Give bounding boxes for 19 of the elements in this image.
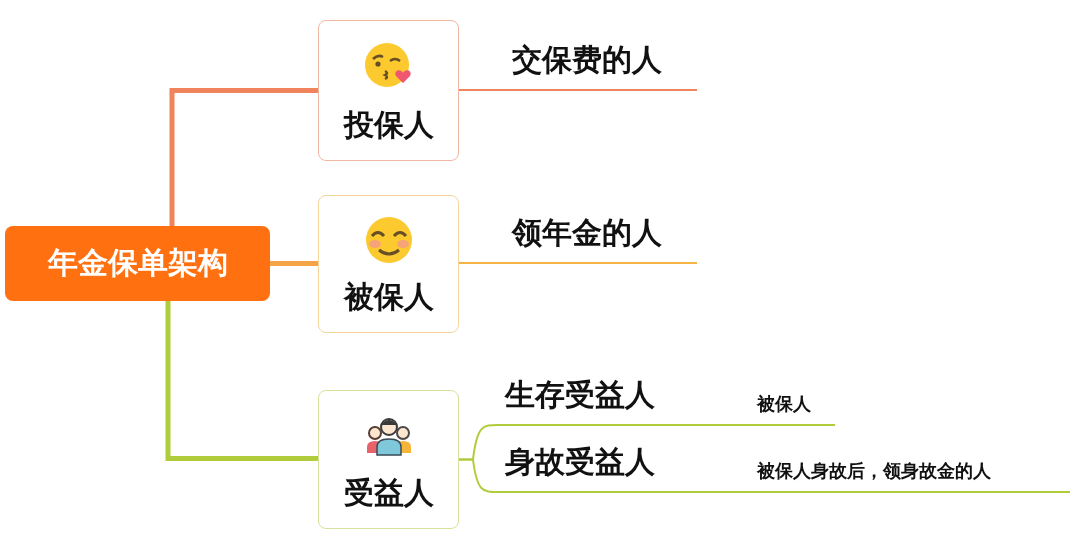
subtopic-label: 领年金的人 [512,214,662,252]
topic-label: 投保人 [342,106,435,144]
note-text: 被保人身故后，领身故金的人 [757,459,991,483]
branch-line [458,262,506,264]
subtopic-label: 交保费的人 [512,41,662,79]
subtopic-label: 身故受益人 [505,443,655,481]
branch-line [458,89,506,91]
branch-line [169,88,318,226]
topic-label: 被保人 [342,278,435,316]
root-topic-box: 年金保单架构 [5,226,270,301]
topic-card [318,390,459,529]
branch-line [270,261,318,266]
topic-label: 受益人 [342,474,435,512]
topic-card [318,195,459,333]
subtopic-label: 生存受益人 [505,376,655,414]
branch-line [165,301,318,461]
branch-line [458,458,499,493]
topic-card [318,20,459,161]
note-text: 被保人 [757,392,811,416]
